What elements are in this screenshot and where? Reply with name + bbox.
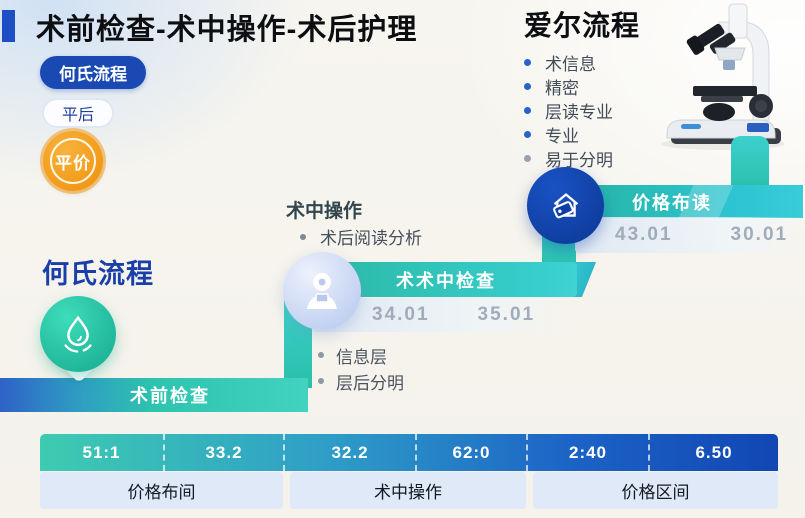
step1-ribbon-label: 术前检查 xyxy=(130,386,210,406)
step2-value: 34.01 xyxy=(372,304,430,325)
badge-heshi-process: 何氏流程 xyxy=(40,56,146,89)
bullet-text: 专业 xyxy=(545,126,579,146)
flow-connector xyxy=(731,136,769,192)
step3-value: 43.01 xyxy=(615,224,673,245)
bullet-text: 精密 xyxy=(545,78,579,98)
microscope-photo xyxy=(661,3,785,150)
step2-heading: 术中操作 xyxy=(286,201,363,222)
bullet-dot-icon xyxy=(318,352,324,358)
price-tag-icon xyxy=(552,192,578,218)
badge-secondary-label: 平后 xyxy=(62,107,95,124)
bullet-text: 易于分明 xyxy=(545,150,613,170)
step1-ribbon: 术前检查 xyxy=(0,378,308,412)
table-gap xyxy=(526,472,533,509)
title-accent-bar xyxy=(2,10,15,42)
table-value-cell: 33.2 xyxy=(165,434,285,471)
step2-value: 35.01 xyxy=(477,304,536,325)
water-drop-icon xyxy=(64,315,92,353)
list-item: 专业 xyxy=(524,122,613,146)
step2-icon-circle xyxy=(283,252,361,330)
list-item: 层读专业 xyxy=(524,98,613,122)
step2-ribbon-label: 术术中检查 xyxy=(396,270,496,291)
list-item: 易于分明 xyxy=(524,146,613,170)
bullet-text: 信息层 xyxy=(336,347,387,367)
right-panel-title: 爱尔流程 xyxy=(524,10,641,41)
step3-icon-circle xyxy=(527,167,604,244)
bullet-text: 术信息 xyxy=(545,54,596,74)
bullet-dot-icon xyxy=(524,130,531,138)
step3-values-strip: 43.01 30.01 xyxy=(575,217,803,253)
bullet-dot-icon xyxy=(524,154,531,162)
table-header-row: 51:1 33.2 32.2 62:0 2:40 6.50 xyxy=(40,434,778,471)
step1-icon-circle xyxy=(40,296,116,372)
right-bullet-list: 术信息 精密 层读专业 专业 易于分明 xyxy=(524,50,613,170)
table-group-label: 术中操作 xyxy=(290,472,526,509)
price-table: 51:1 33.2 32.2 62:0 2:40 6.50 价格布间 术中操作 … xyxy=(40,434,778,509)
bullet-text: 层读专业 xyxy=(545,102,613,122)
list-item: 术信息 xyxy=(524,50,613,74)
bullet-dot-icon xyxy=(524,58,531,66)
list-item: 信息层 xyxy=(318,342,404,368)
table-group-label: 价格区间 xyxy=(533,472,778,509)
step2-note-text: 术后阅读分析 xyxy=(320,229,422,248)
badge-primary-label: 何氏流程 xyxy=(59,65,127,84)
bullet-dot-icon xyxy=(300,233,306,240)
head-profile-icon xyxy=(307,273,337,309)
step2-bullet-list: 信息层 层后分明 xyxy=(318,342,404,394)
bullet-dot-icon xyxy=(524,106,531,114)
table-group-label: 价格布间 xyxy=(40,472,283,509)
price-seal-label: 平价 xyxy=(50,138,96,184)
list-item: 精密 xyxy=(524,74,613,98)
table-value-cell: 62:0 xyxy=(417,434,528,471)
step3-value: 30.01 xyxy=(730,224,789,245)
table-value-cell: 2:40 xyxy=(528,434,650,471)
table-value-cell: 32.2 xyxy=(285,434,417,471)
table-gap xyxy=(283,472,290,509)
step3-ribbon-label: 价格布读 xyxy=(632,192,712,213)
price-seal-badge: 平价 xyxy=(43,131,103,191)
bullet-dot-icon xyxy=(318,378,324,384)
list-item: 层后分明 xyxy=(318,368,404,394)
page-title: 术前检查-术中操作-术后护理 xyxy=(36,14,418,46)
bullet-text: 层后分明 xyxy=(336,373,404,393)
table-value-cell: 51:1 xyxy=(40,434,165,471)
step2-values-strip: 34.01 35.01 xyxy=(312,298,564,332)
table-label-row: 价格布间 术中操作 价格区间 xyxy=(40,472,778,509)
table-value-cell: 6.50 xyxy=(695,442,733,462)
flow-left-heading: 何氏流程 xyxy=(42,259,154,289)
bullet-dot-icon xyxy=(524,82,531,90)
badge-pinghou: 平后 xyxy=(42,98,115,128)
step2-note: 术后阅读分析 xyxy=(300,224,422,249)
